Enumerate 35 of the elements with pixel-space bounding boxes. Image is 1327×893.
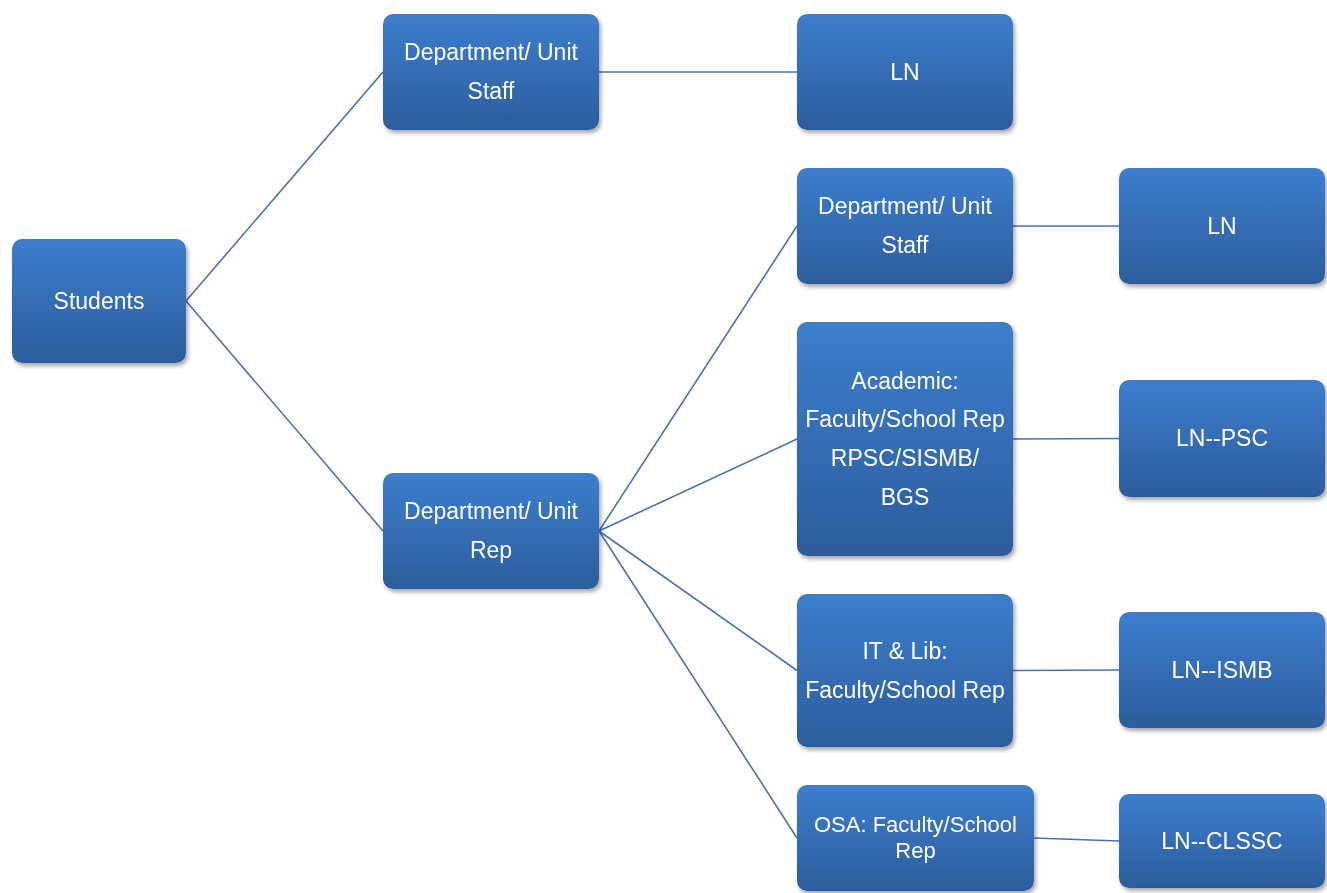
process-box: [383, 473, 599, 589]
connector-line: [598, 225, 798, 532]
process-box: [383, 14, 599, 130]
connector-line: [1033, 837, 1120, 842]
connector-line: [185, 300, 384, 532]
process-box: [797, 594, 1013, 747]
box-label: Department/ Unit Staff: [404, 39, 578, 104]
connector-line: [1012, 669, 1120, 672]
connector-line: [598, 71, 798, 73]
box-label: Students: [53, 287, 145, 314]
process-box: [1119, 612, 1325, 728]
box-label: LN--PSC: [1176, 425, 1268, 452]
box-label: LN--ISMB: [1171, 656, 1273, 683]
connector-line: [1012, 225, 1120, 227]
process-box: [797, 785, 1034, 891]
process-box: [1119, 168, 1325, 284]
box-label: Department/ Unit Staff: [818, 193, 992, 258]
box-label: LN: [1207, 212, 1237, 239]
process-box: [1119, 794, 1325, 888]
box-label: OSA: Faculty/School Rep: [814, 811, 1017, 863]
process-box: [797, 168, 1013, 284]
box-label: LN--CLSSC: [1161, 827, 1283, 854]
process-box: [1119, 380, 1325, 497]
connector-line: [598, 530, 798, 672]
connector-line: [185, 71, 384, 302]
box-label: Academic: Faculty/School Rep RPSC/SISMB/ BGS: [805, 367, 1005, 510]
connector-line: [1012, 437, 1120, 440]
box-label: Department/ Unit Rep: [404, 498, 578, 563]
process-box: [797, 14, 1013, 130]
process-box: [797, 322, 1013, 556]
box-label: LN: [890, 58, 920, 85]
connector-line: [598, 530, 798, 839]
process-box: [12, 239, 186, 363]
box-label: IT & Lib: Faculty/School Rep: [805, 637, 1005, 703]
connector-line: [598, 438, 798, 532]
